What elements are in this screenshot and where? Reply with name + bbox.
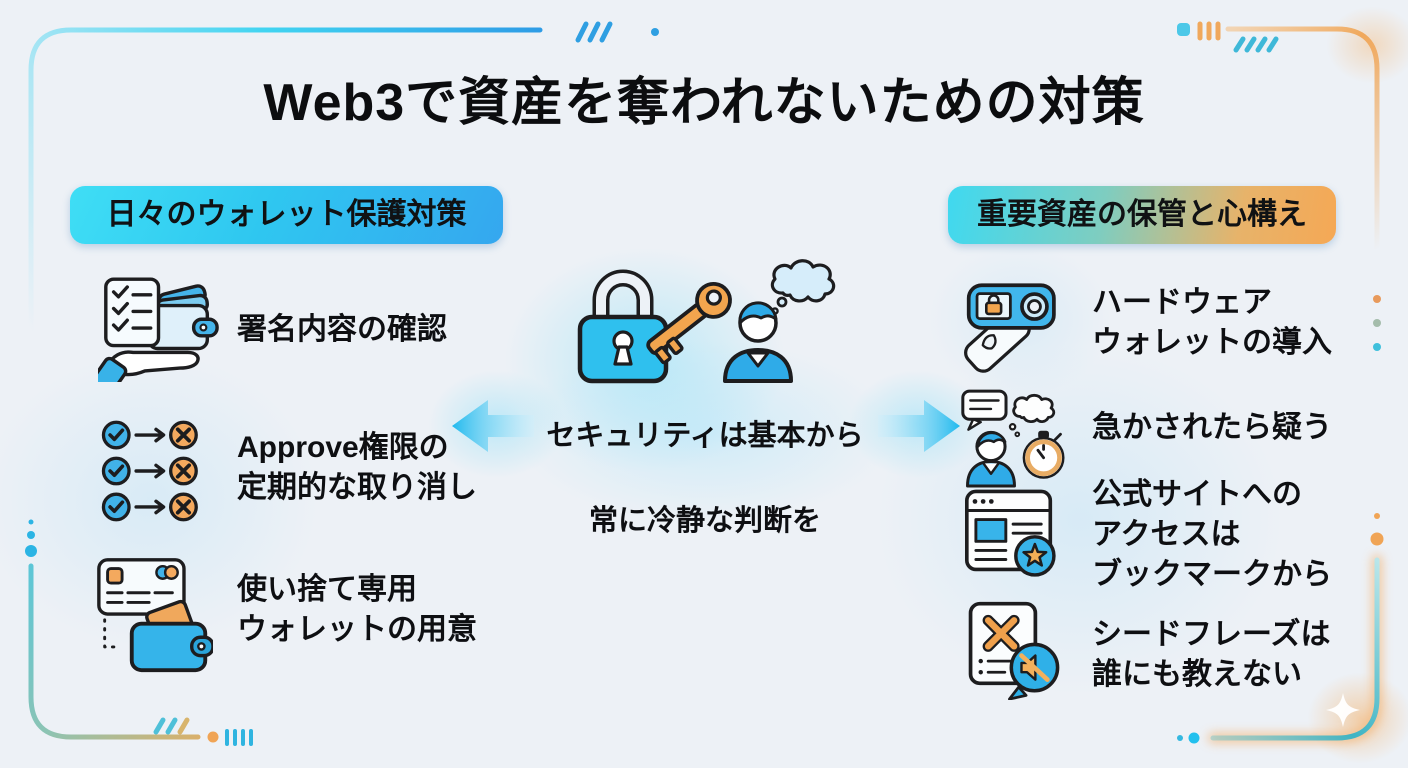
right-item-4-label: シードフレーズは 誰にも教えない — [1092, 618, 1331, 691]
burner-wallet-icon — [97, 558, 213, 673]
left-item-2-label: Approve権限の 定期的な取り消し — [237, 431, 477, 504]
official-bookmark-icon — [965, 489, 1056, 577]
urgency-doubt-icon — [961, 389, 1065, 488]
corner-bottom-left — [25, 519, 253, 746]
right-item-2-label: 急かされたら疑う — [1092, 411, 1332, 444]
right-item-1-label: ハードウェア ウォレットの導入 — [1092, 286, 1332, 359]
approve-revoke-icon — [101, 420, 198, 522]
corner-bottom-right — [1177, 513, 1384, 744]
hardware-wallet-icon — [964, 283, 1056, 373]
page-title: Web3で資産を奪われないための対策 — [263, 74, 1145, 132]
right-section-header: 重要資産の保管と心構え — [948, 186, 1336, 244]
right-item-3-label: 公式サイトへの アクセスは ブックマークから — [1092, 478, 1332, 591]
center-message-primary: セキュリティは基本から — [546, 420, 864, 452]
left-section-header: 日々のウォレット保護対策 — [70, 186, 503, 244]
left-item-3-label: 使い捨て専用 ウォレットの用意 — [237, 573, 477, 646]
arrow-right-icon — [878, 400, 960, 452]
arrow-left-icon — [452, 400, 534, 452]
sparkle-icon — [1326, 693, 1360, 727]
signature-review-icon — [98, 277, 219, 382]
left-item-1-label: 署名内容の確認 — [237, 313, 447, 346]
corner-top-right — [1177, 21, 1381, 351]
corner-top-left — [28, 21, 659, 333]
seed-phrase-secret-icon — [968, 601, 1060, 700]
center-message-secondary: 常に冷静な判断を — [588, 505, 821, 537]
lock-key-person-icon — [577, 259, 836, 384]
